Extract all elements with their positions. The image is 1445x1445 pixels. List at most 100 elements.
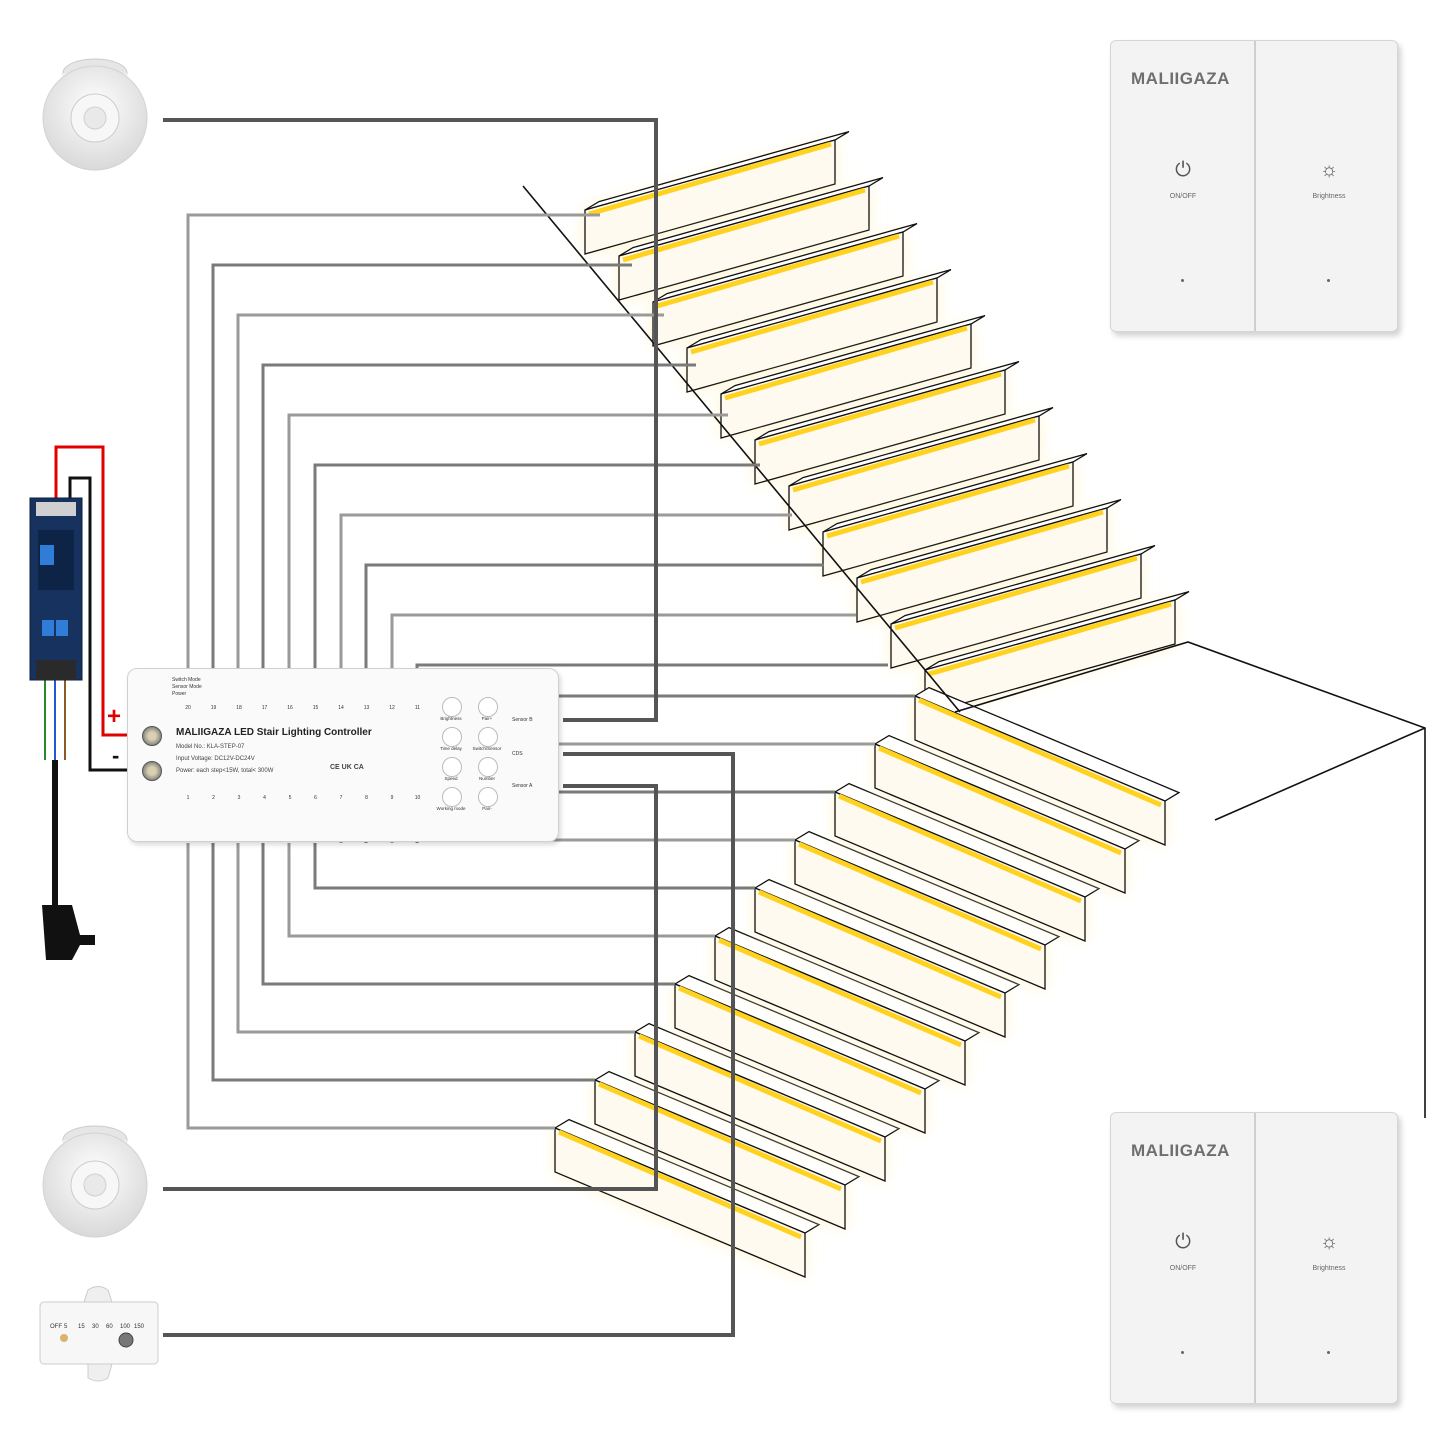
indicator-dot [1327, 279, 1330, 282]
channel-number: 5 [288, 795, 292, 801]
controller-button-label: Speed [444, 776, 458, 781]
led-strip [758, 889, 1002, 1000]
controller-button[interactable] [442, 787, 462, 807]
lower-step-wire [261, 843, 675, 986]
controller-body [127, 668, 559, 842]
dial-label: 30 [92, 1324, 99, 1330]
dial-label: OFF [50, 1324, 62, 1330]
panel-brand: MALIIGAZA [1131, 69, 1230, 88]
upper-step-6 [754, 360, 1020, 485]
channel-number: 8 [365, 795, 368, 801]
led-strip [638, 1033, 882, 1144]
brightness-label: Brightness [1312, 1265, 1346, 1272]
led-strip [918, 697, 1162, 808]
controller-button[interactable] [442, 727, 462, 747]
upper-step-1 [584, 130, 850, 255]
port-label-sensor-b: Sensor B [512, 717, 533, 723]
dial-label: 5 [64, 1324, 68, 1330]
upper-step-wire [415, 663, 888, 668]
negative-terminal [142, 761, 162, 781]
led-strip [792, 417, 1036, 493]
on-off-label: ON/OFF [1169, 193, 1197, 200]
positive-terminal [142, 726, 162, 746]
positive-sign: + [107, 703, 122, 730]
led-strip [718, 937, 962, 1048]
channel-number: 1 [186, 795, 190, 801]
upper-step-2 [618, 176, 884, 301]
upper-step-10 [890, 544, 1156, 669]
lower-step-wire [211, 843, 595, 1082]
indicator-dot [1181, 1351, 1184, 1354]
lower-step-wire [236, 843, 635, 1034]
led-strip [622, 187, 866, 263]
controller-button-label: Brightness [440, 716, 462, 721]
channel-number: 2 [212, 795, 215, 801]
power-icon[interactable]: ⏻ [1175, 159, 1191, 181]
upper-step-wire [287, 413, 728, 668]
on-off-label: ON/OFF [1169, 1265, 1197, 1272]
motion-sensor-bottom [42, 1125, 148, 1238]
controller-button[interactable] [442, 697, 462, 717]
channel-number: 12 [389, 705, 395, 711]
led-strip [838, 793, 1082, 904]
led-strip [558, 1129, 802, 1240]
led-strip [724, 325, 968, 401]
channel-number: 4 [263, 795, 266, 801]
channel-number: 14 [338, 705, 344, 711]
controller-button[interactable] [478, 757, 498, 777]
led-strip [588, 141, 832, 217]
certification-marks: CE UK CA [330, 764, 364, 771]
controller-button[interactable] [478, 727, 498, 747]
panel-divider [1254, 41, 1256, 331]
lower-step-5 [713, 926, 981, 1086]
power-icon[interactable]: ⏻ [1175, 1231, 1191, 1253]
upper-step-3 [652, 222, 918, 347]
power-plug-icon [42, 905, 95, 960]
lower-step-wire [287, 843, 715, 938]
upper-step-wire [211, 263, 632, 668]
sun-icon[interactable]: ☼ [1319, 159, 1339, 181]
upper-step-9 [856, 498, 1122, 623]
channel-number: 3 [237, 795, 241, 801]
lower-step-9 [873, 734, 1141, 894]
led-strip [928, 601, 1172, 677]
sun-icon[interactable]: ☼ [1319, 1231, 1339, 1253]
led-strip [678, 985, 922, 1096]
controller-button-label: Time delay [440, 746, 462, 751]
led-strip [598, 1081, 842, 1192]
channel-number: 15 [312, 705, 319, 711]
power-supply [29, 497, 83, 681]
lower-step-10 [913, 686, 1181, 846]
channel-number: 11 [414, 705, 421, 711]
channel-number: 9 [390, 795, 394, 801]
negative-sign: - [112, 743, 120, 768]
controller-input-voltage: Input Voltage: DC12V-DC24V [176, 756, 255, 762]
channel-number: 6 [314, 795, 317, 801]
channel-number: 16 [287, 705, 293, 711]
controller-button[interactable] [478, 787, 498, 807]
legend-switch-mode: Switch Mode [172, 677, 201, 683]
lower-step-6 [753, 878, 1021, 1038]
controller-button-label: Switch/Sensor [472, 746, 502, 751]
controller-model: Model No.: KLA-STEP-07 [176, 744, 245, 750]
channel-number: 10 [414, 795, 421, 801]
channel-number: 20 [185, 705, 191, 711]
indicator-dot [1181, 279, 1184, 282]
led-strip [656, 233, 900, 309]
controller-button-label: Number [478, 776, 495, 781]
lower-step-wire [313, 843, 755, 890]
controller-button[interactable] [442, 757, 462, 777]
upper-step-wire [261, 363, 696, 668]
upper-step-wire [186, 213, 600, 668]
upper-step-wire [339, 513, 792, 668]
upper-step-4 [686, 268, 952, 393]
controller-title: MALIIGAZA LED Stair Lighting Controller [176, 727, 372, 738]
sensor-wires [163, 118, 735, 1337]
controller-button[interactable] [478, 697, 498, 717]
light-sensor [39, 1286, 159, 1382]
upper-step-8 [822, 452, 1088, 577]
led-strip [690, 279, 934, 355]
power-wires [44, 445, 140, 905]
indicator-dot [1327, 1351, 1330, 1354]
